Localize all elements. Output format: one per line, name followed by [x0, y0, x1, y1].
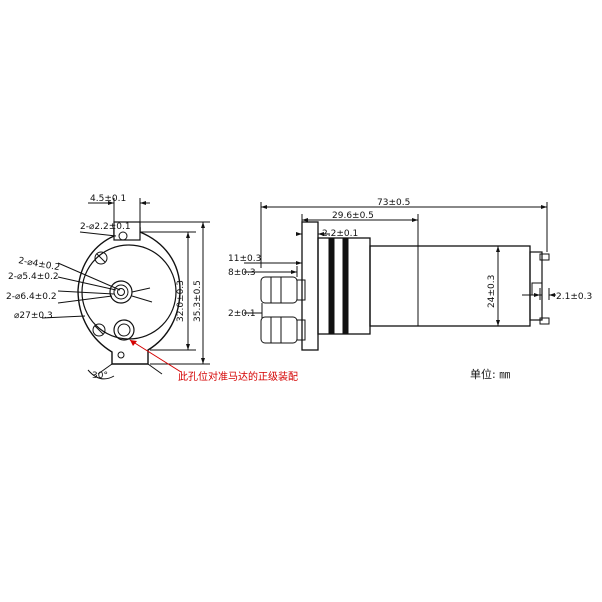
dim-nozzle-height: 11±0.3	[228, 254, 261, 264]
dim-terminal: 2.1±0.3	[556, 292, 592, 302]
dim-angle: 30°	[92, 371, 108, 381]
dim-body-dia: ⌀27±0.3	[14, 311, 53, 321]
dim-hole-a: 2-⌀4±0.2	[17, 256, 60, 273]
dim-hole-c: 2-⌀6.4±0.2	[6, 292, 57, 302]
polarity-note: 此孔位对准马达的正级装配	[178, 370, 298, 383]
end-view	[41, 198, 210, 380]
unit-label: 单位: ㎜	[470, 367, 510, 381]
dim-motor-diameter: 24±0.3	[487, 275, 497, 308]
dim-overall-length: 73±0.5	[377, 198, 410, 208]
side-view	[244, 202, 556, 351]
dim-hole-b: 2-⌀5.4±0.2	[8, 272, 59, 282]
dim-nozzle-length: 8±0.3	[228, 268, 256, 278]
dim-height-35: 35.3±0.5	[193, 280, 203, 322]
dim-nozzle-wall: 2±0.1	[228, 309, 256, 319]
dim-small-hole: 2-⌀2.2±0.1	[80, 222, 131, 232]
dim-top-width: 4.5±0.1	[90, 194, 126, 204]
dim-flange: 2.2±0.1	[322, 229, 358, 239]
dim-pump-length: 29.6±0.5	[332, 211, 374, 221]
dim-height-32: 32.0±0.3	[176, 280, 186, 322]
